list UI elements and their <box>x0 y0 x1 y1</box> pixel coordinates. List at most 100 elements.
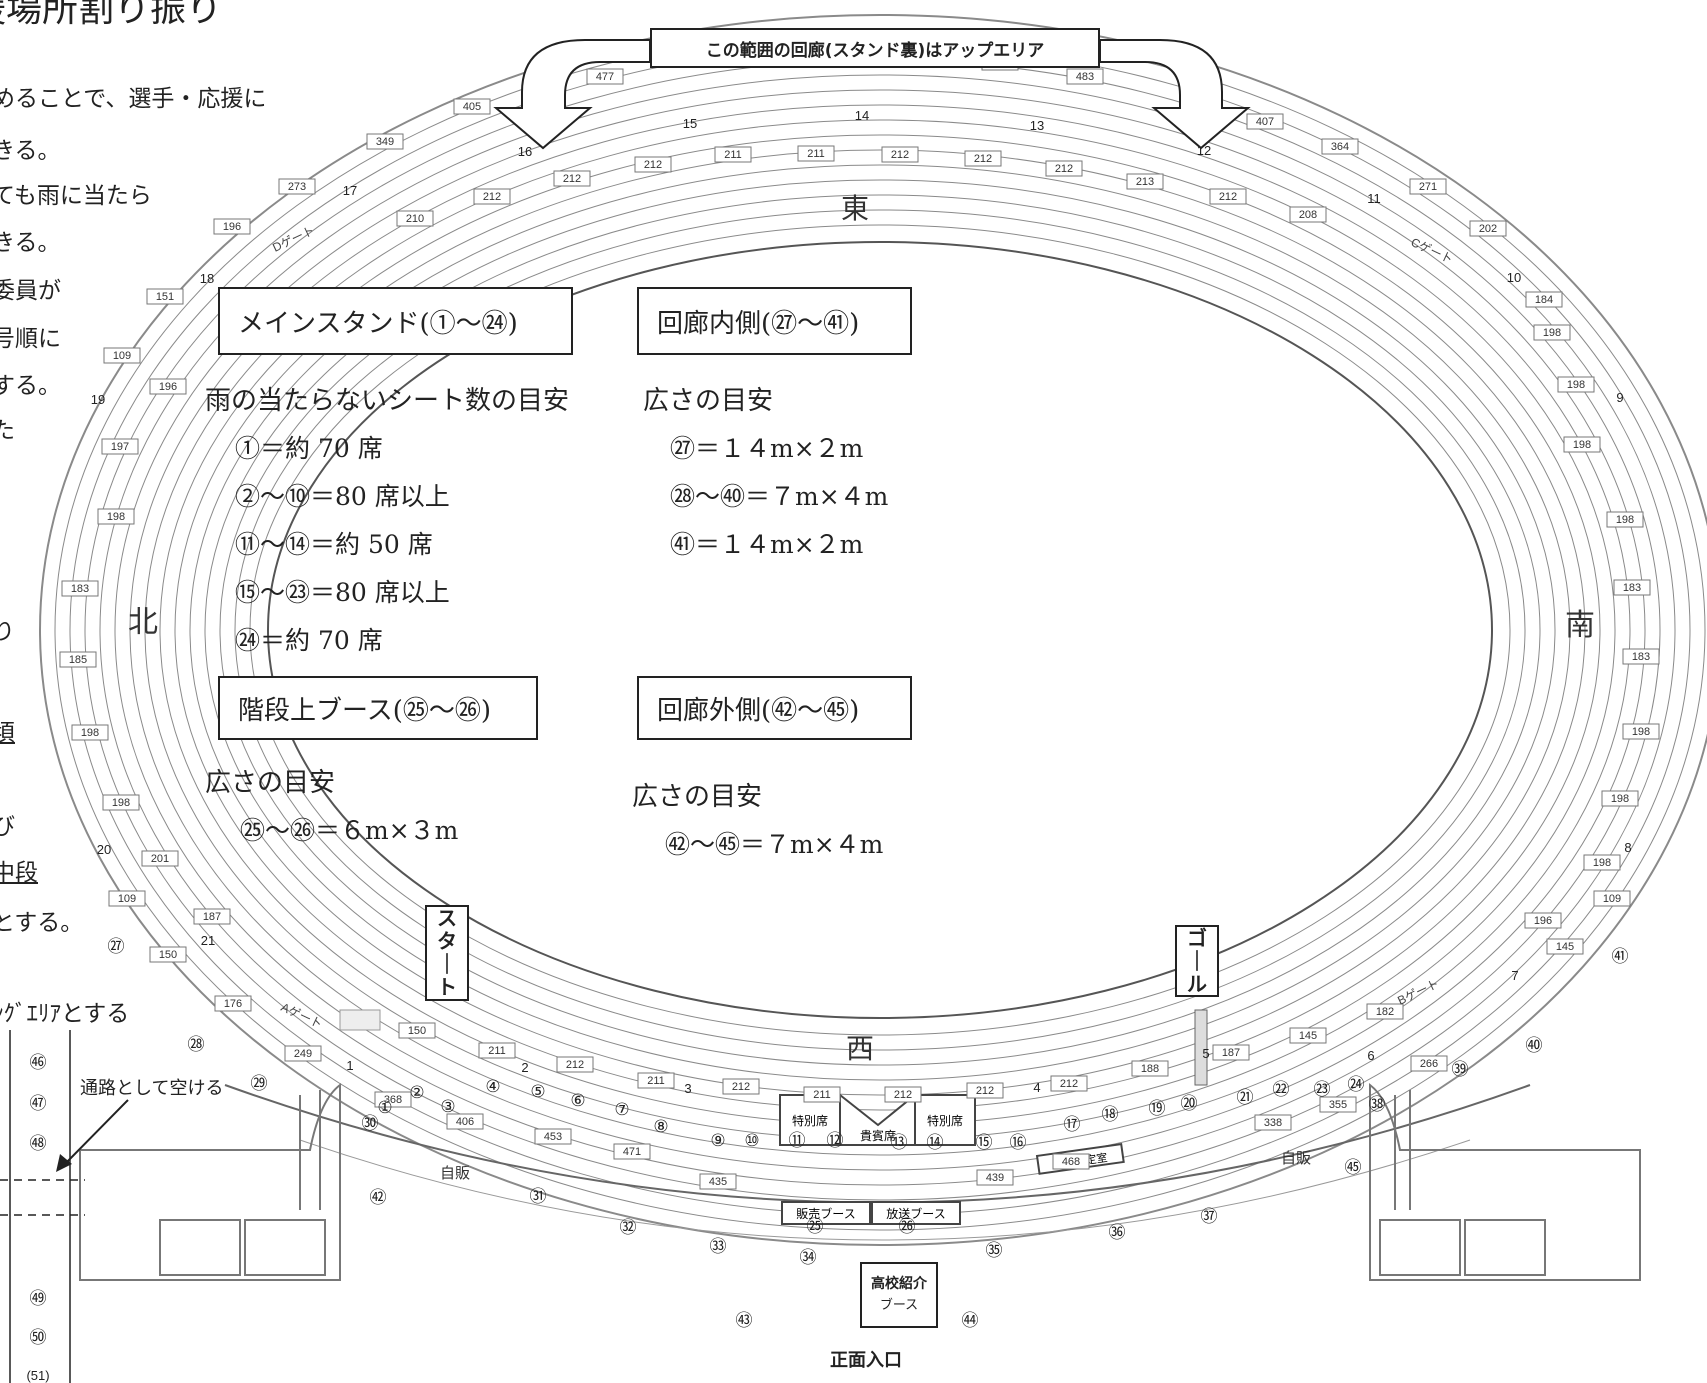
east-block-number: 208 <box>1299 209 1317 221</box>
stand-marker: ⑨ <box>710 1131 725 1150</box>
left-text-line: めることで、選手・応援に <box>0 86 267 112</box>
east-block-number-box <box>366 133 404 150</box>
east-block-number: 349 <box>376 136 394 148</box>
south-block-number: 145 <box>1556 941 1574 953</box>
left-text-line: する。 <box>0 373 61 399</box>
left-text-line: 委員が <box>0 278 61 304</box>
goal-label: ゴ｜ル <box>1175 925 1219 997</box>
north-block-number: 185 <box>69 654 87 666</box>
stand-marker: ⑤ <box>530 1082 545 1101</box>
legend-inner-corridor-title: 回廊内側(㉗～㊶) <box>637 287 912 355</box>
left-column-marker: (51) <box>26 1368 49 1383</box>
east-block-number: 212 <box>483 191 501 203</box>
west-block-number: 435 <box>709 1176 727 1188</box>
north-block-number-box <box>97 508 135 525</box>
inner-marker: ㊶ <box>1612 947 1629 966</box>
west-block-number-box <box>1319 1096 1357 1113</box>
west-block-number: 212 <box>894 1089 912 1101</box>
stand-marker: ⑥ <box>570 1091 585 1110</box>
south-block-number-box <box>1563 436 1601 453</box>
vending-right: 自販 <box>1281 1150 1311 1167</box>
north-block-number: 150 <box>159 949 177 961</box>
west-block-number-box <box>1212 1044 1250 1061</box>
west-block-number-box <box>1410 1055 1448 1072</box>
east-block-number-box <box>1321 138 1359 155</box>
west-block-number-box <box>966 1082 1004 1099</box>
south-block-number-box <box>1622 723 1660 740</box>
east-block-number: 405 <box>463 101 481 113</box>
stand-marker: ⑱ <box>1102 1105 1119 1124</box>
south-block-number: 198 <box>1632 726 1650 738</box>
south-block-number: 183 <box>1623 582 1641 594</box>
building-right <box>1369 1082 1641 1281</box>
gate-number: 18 <box>200 271 214 286</box>
west-block-number-box <box>478 1042 516 1059</box>
north-block-number-box <box>141 850 179 867</box>
east-block-number-box <box>881 146 919 163</box>
legend-inner-corridor-line: ㉘～㊵＝７m×４m <box>670 482 889 511</box>
north-block-number: 198 <box>81 727 99 739</box>
legend-outer-corridor-subtitle: 広さの目安 <box>632 782 763 812</box>
west-block-number: 212 <box>732 1081 750 1093</box>
east-block-number-box <box>213 218 251 235</box>
gate-number: 10 <box>1507 270 1521 285</box>
left-column-marker: ㊿ <box>30 1328 47 1347</box>
north-block-number-box <box>102 794 140 811</box>
south-block-number: 198 <box>1616 514 1634 526</box>
north-block-number: 109 <box>118 893 136 905</box>
gate-number: 15 <box>683 116 697 131</box>
direction-north: 北 <box>128 606 158 639</box>
gate-number: 6 <box>1367 1048 1374 1063</box>
east-block-number-box <box>714 146 752 163</box>
east-block-number: 212 <box>1055 163 1073 175</box>
left-text-line: ても雨に当たら <box>0 183 152 209</box>
inner-marker: ㉛ <box>530 1187 547 1206</box>
special-seats <box>779 1092 1125 1225</box>
inner-marker: ㉟ <box>986 1241 1003 1260</box>
west-block-number-box <box>1131 1060 1169 1077</box>
left-column-marker: ㊾ <box>30 1289 47 1308</box>
south-block-number-box <box>1525 291 1563 308</box>
west-block-number: 471 <box>623 1146 641 1158</box>
west-block-number: 211 <box>488 1045 506 1057</box>
left-column-marker: ㊽ <box>30 1134 47 1153</box>
east-block-number-box <box>1246 113 1284 130</box>
south-block-number-box <box>1601 790 1639 807</box>
stand-marker: ⑪ <box>789 1131 806 1150</box>
inner-marker: ㉜ <box>620 1218 637 1237</box>
stand-marker: ③ <box>440 1097 455 1116</box>
south-block-number-box <box>1557 376 1595 393</box>
north-block-number: 201 <box>151 853 169 865</box>
gate-number: 2 <box>521 1060 528 1075</box>
start-label: スタ｜ト <box>425 905 469 1001</box>
inner-marker: ㉙ <box>251 1074 268 1093</box>
legend-outer-corridor-title: 回廊外側(㊷～㊺) <box>637 676 912 740</box>
gate-number: 20 <box>97 842 111 857</box>
east-block-number-box <box>964 150 1002 167</box>
east-block-number: 273 <box>288 181 306 193</box>
west-block-number-box <box>398 1022 436 1039</box>
east-block-number-box <box>1066 68 1104 85</box>
inner-marker: ㊱ <box>1109 1223 1126 1242</box>
west-block-number-box <box>284 1045 322 1062</box>
west-block-number: 150 <box>408 1025 426 1037</box>
building-left <box>79 1082 341 1281</box>
inner-marker: ㉚ <box>362 1114 379 1133</box>
south-block-number-box <box>1524 912 1562 929</box>
vertical-char: ル <box>1187 971 1207 996</box>
inner-marker: ㊴ <box>1452 1060 1469 1079</box>
gate-number: 9 <box>1616 390 1623 405</box>
legend-main-stand-line: ①＝約 70 席 <box>235 434 383 463</box>
direction-west: 西 <box>846 1033 874 1064</box>
east-block-number: 477 <box>596 71 614 83</box>
up-area-arrow-left <box>493 39 651 150</box>
inner-marker: ㉞ <box>800 1248 817 1267</box>
direction-east: 東 <box>841 193 869 224</box>
special-seat-right: 特別席 <box>927 1113 963 1128</box>
south-block-number: 196 <box>1534 915 1552 927</box>
vip-seat: 貴賓席 <box>860 1128 896 1143</box>
